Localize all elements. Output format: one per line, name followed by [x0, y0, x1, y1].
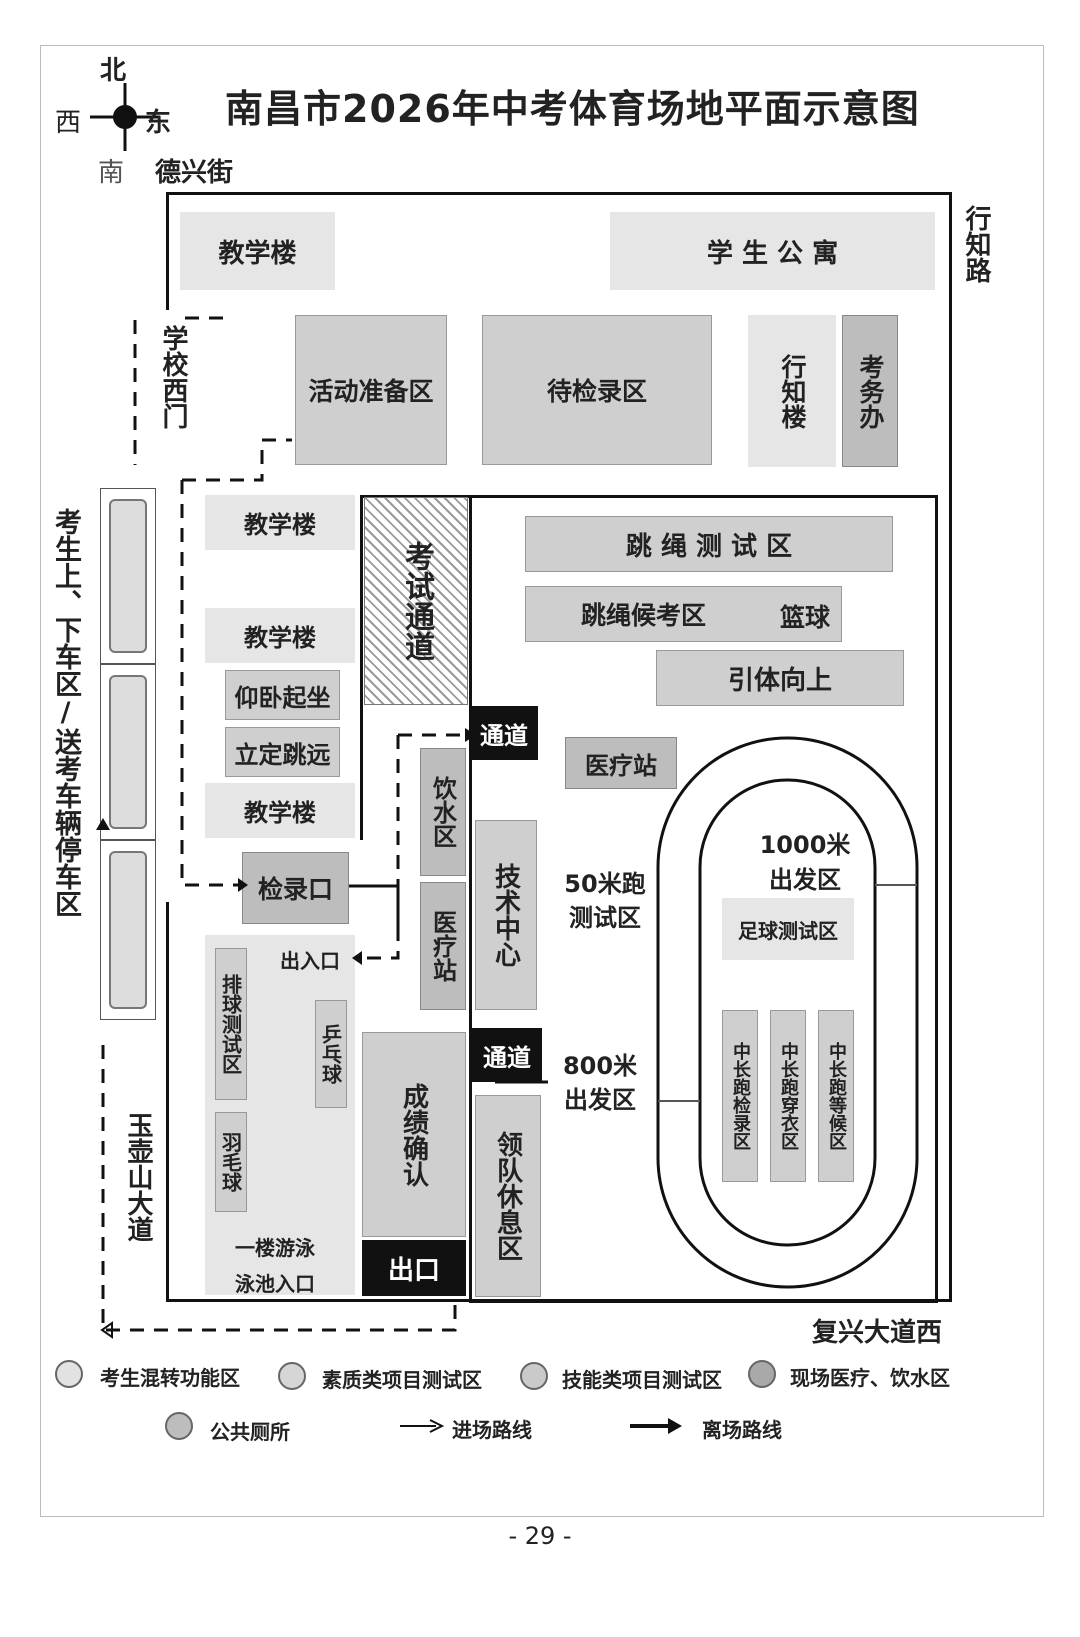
legend-route-in: 进场路线	[452, 1418, 532, 1442]
legend-route-out-icon	[630, 1418, 682, 1434]
inner-wall-top	[360, 495, 472, 498]
swim-label: 一楼游泳	[235, 1236, 315, 1260]
map-frame	[40, 45, 1044, 1517]
field-wall	[470, 495, 938, 1303]
mid-run-dress: 中长跑穿衣区	[770, 1010, 806, 1182]
street-east: 行知路	[961, 205, 991, 283]
medical-station-small: 医疗站	[420, 882, 466, 1010]
mid-run-wait: 中长跑等候区	[818, 1010, 854, 1182]
compass-icon	[90, 83, 160, 151]
rope-wait-area: 跳绳候考区	[525, 586, 842, 642]
score-confirm-area: 成绩确认	[362, 1032, 466, 1237]
badminton-area: 羽毛球	[215, 1112, 247, 1212]
field-divider	[469, 495, 472, 1303]
building-teach-3: 教学楼	[205, 783, 355, 838]
football-area: 足球测试区	[722, 898, 854, 960]
legend-dot-transfer	[55, 1360, 83, 1388]
check-in-gate[interactable]: 检录口	[242, 852, 349, 924]
mid-run-check: 中长跑检录区	[722, 1010, 758, 1182]
legend-label-toilet: 公共厕所	[210, 1420, 290, 1444]
compass-north: 北	[100, 56, 127, 86]
legend-label-transfer: 考生混转功能区	[100, 1366, 240, 1390]
building-teach-1: 教学楼	[205, 495, 355, 550]
passage-lower[interactable]: 通道	[472, 1028, 542, 1082]
parking-bay-3	[100, 840, 156, 1020]
waiting-area: 待检录区	[482, 315, 712, 465]
basketball-label: 篮球	[780, 603, 831, 632]
map-title: 南昌市2026年中考体育场地平面示意图	[225, 87, 920, 131]
activity-area: 活动准备区	[295, 315, 447, 465]
run800-label: 800米出发区	[562, 1052, 638, 1114]
situps-area: 仰卧起坐	[225, 670, 340, 720]
drinking-area: 饮水区	[420, 748, 466, 876]
legend-dot-medical	[748, 1360, 776, 1388]
passage-upper[interactable]: 通道	[470, 706, 538, 760]
entrance-label[interactable]: 出入口	[280, 949, 340, 973]
campus-wall-west	[166, 192, 169, 310]
leader-rest-area: 领队休息区	[475, 1095, 541, 1297]
parking-bay-2	[100, 664, 156, 840]
rope-test-area: 跳 绳 测 试 区	[525, 516, 893, 572]
exam-passage: 考试通道	[364, 497, 468, 705]
run50-label: 50米跑测试区	[564, 870, 646, 932]
page-number: - 29 -	[508, 1522, 572, 1550]
legend-dot-fitness	[278, 1362, 306, 1390]
tech-center: 技术中心	[475, 820, 537, 1010]
longjump-area: 立定跳远	[225, 727, 340, 777]
legend-label-fitness: 素质类项目测试区	[322, 1368, 482, 1392]
compass-west: 西	[55, 108, 82, 138]
building-dorm: 学 生 公 寓	[610, 212, 935, 290]
pingpong-area: 乒乓球	[315, 1000, 347, 1108]
pool-entry-label[interactable]: 泳池入口	[235, 1272, 315, 1296]
exam-office: 考务办	[842, 315, 898, 467]
legend-route-out: 离场路线	[702, 1418, 782, 1442]
compass-east: 东	[145, 108, 172, 138]
building-teach-2: 教学楼	[205, 608, 355, 663]
run1000-label: 1000米出发区	[759, 831, 851, 894]
exit-gate[interactable]: 出口	[362, 1240, 466, 1296]
campus-wall-west-lower	[166, 902, 169, 1302]
legend-route-in-icon	[400, 1419, 445, 1433]
compass-south: 南	[98, 158, 125, 188]
street-west: 玉壶山大道	[123, 1112, 153, 1242]
street-south: 复兴大道西	[812, 1318, 943, 1348]
legend-dot-skill	[520, 1362, 548, 1390]
west-gate-label: 学校西门	[158, 325, 188, 429]
street-north: 德兴街	[155, 158, 234, 188]
volleyball-area: 排球测试区	[215, 948, 247, 1100]
building-teach-top: 教学楼	[180, 212, 335, 290]
parking-bay-1	[100, 488, 156, 664]
running-track	[656, 736, 919, 1289]
legend-label-skill: 技能类项目测试区	[562, 1368, 722, 1392]
legend-label-medical: 现场医疗、饮水区	[790, 1366, 950, 1390]
inner-wall	[360, 495, 363, 840]
xingzhi-building: 行知楼	[748, 315, 836, 467]
pullup-area: 引体向上	[656, 650, 904, 706]
medical-station: 医疗站	[565, 737, 677, 789]
legend-dot-toilet	[165, 1412, 193, 1440]
parking-label: 考生上、下车区/送考车辆停车区	[50, 508, 81, 917]
